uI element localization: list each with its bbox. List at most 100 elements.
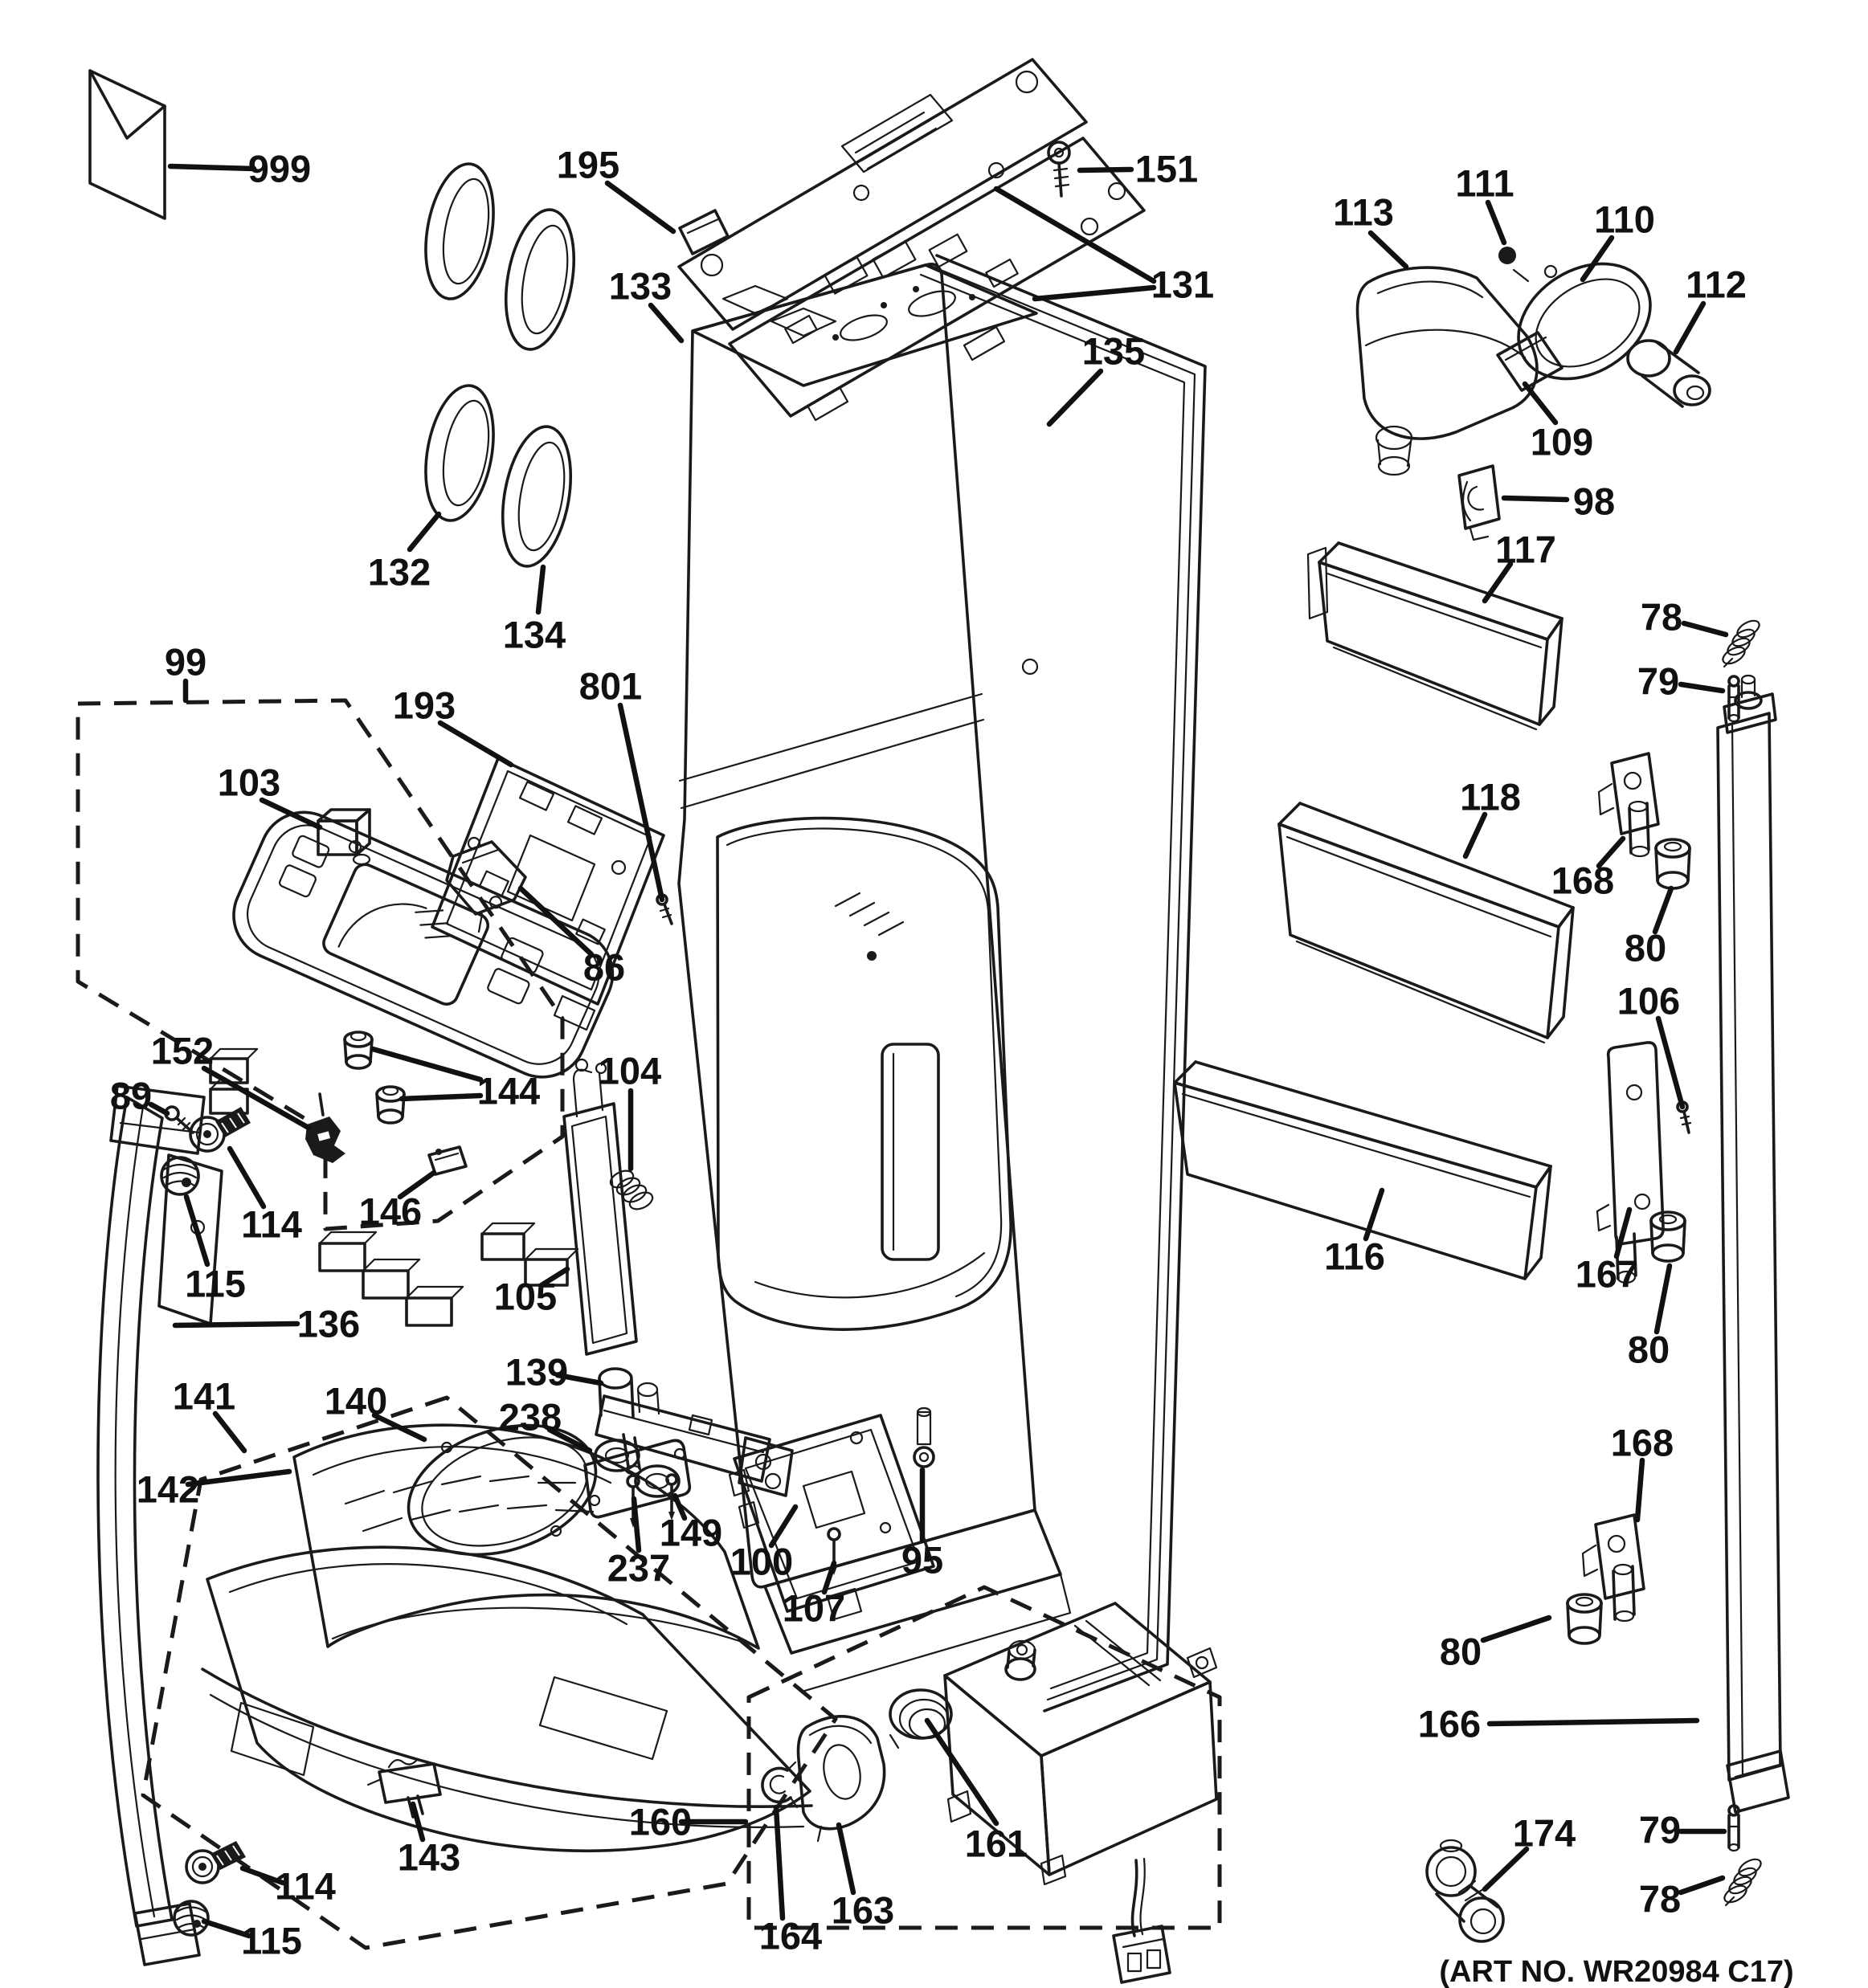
door-bin-118 [1277,802,1575,1044]
part-label-140: 140 [325,1380,387,1423]
leader-line [437,720,514,768]
leader-line [1580,235,1615,283]
bumper-144-b [375,1085,406,1125]
part-label-195: 195 [557,144,619,186]
leader-line [148,1101,170,1116]
leader-line [821,1560,837,1595]
clip-111-icon [1498,247,1516,264]
part-label-160: 160 [629,1801,692,1843]
leader-line [1485,199,1507,246]
handle-gasket-134-lower [501,425,573,568]
screw-149-icon [665,1473,678,1521]
part-label-80: 80 [1440,1631,1482,1673]
valve-bracket-139 [595,1367,794,1497]
leader-line [535,564,546,615]
part-label-999: 999 [248,148,311,190]
spring-104-icon [609,1170,654,1210]
part-label-103: 103 [218,761,280,804]
leader-line [1522,381,1559,426]
clip-152-icon [305,1092,345,1163]
part-label-133: 133 [609,265,672,308]
leader-line [227,1145,267,1210]
relay-box-103 [317,808,371,866]
leader-line [259,797,323,831]
leader-line [1596,835,1626,869]
leader-line [407,511,442,553]
part-label-110: 110 [1594,198,1655,241]
door-bottom-pin [916,1406,932,1446]
part-label-143: 143 [398,1836,460,1879]
part-label-78: 78 [1641,596,1682,639]
part-label-144: 144 [477,1070,540,1112]
leader-line [1655,1015,1686,1110]
door-bin-117 [1306,541,1563,731]
part-label-141: 141 [173,1375,235,1418]
group-outline-141 [141,1395,838,1950]
literature-packet-icon [88,69,166,220]
e-clip-164 [761,1761,799,1809]
leader-line [167,163,257,172]
keycap-buttons [209,1047,579,1327]
leader-line [1480,1614,1552,1643]
leader-line [773,1804,786,1921]
leader-line [631,1496,642,1553]
part-label-104: 104 [599,1050,661,1092]
control-fascia [232,810,615,1079]
shoulder-stud-114-lower [185,1841,246,1884]
part-label-80: 80 [1628,1329,1670,1371]
part-label-80: 80 [1625,927,1666,970]
spring-78-upper [1722,619,1760,668]
part-label-105: 105 [494,1276,557,1318]
flange-238 [583,1439,692,1519]
clip-143-icon [366,1759,442,1819]
leader-line [924,1717,999,1827]
leader-line [672,1492,688,1521]
part-label-78: 78 [1639,1878,1681,1921]
interface-board-100 [728,1414,935,1621]
leader-line [1486,1717,1700,1727]
dispenser-board-193 [431,757,665,1031]
part-label-131: 131 [1151,263,1214,306]
leader-line [1482,1846,1530,1892]
leader-line [172,1321,300,1329]
leader-line [1077,166,1134,173]
part-label-168: 168 [1551,859,1614,902]
leader-line [1634,1457,1645,1523]
leader-line [239,1865,286,1886]
leader-line [554,1372,604,1386]
leader-line [1652,885,1674,935]
leader-line [371,1412,427,1443]
spring-78-lower [1723,1858,1762,1907]
part-label-115: 115 [185,1263,246,1305]
part-label-136: 136 [297,1303,360,1345]
part-label-86: 86 [583,946,625,989]
leader-line [546,1427,593,1454]
part-label-95: 95 [901,1539,943,1582]
leader-line [1462,811,1488,859]
drip-tray [201,1545,813,1853]
part-label-132: 132 [368,551,431,594]
leader-line [410,1801,426,1843]
grille-142 [292,1423,760,1650]
part-label-167: 167 [1576,1253,1638,1296]
funnel-cover-110 [1512,262,1652,381]
leader-line [836,1822,856,1896]
leader-line [185,1468,292,1488]
part-label-151: 151 [1135,148,1198,190]
part-label-134: 134 [503,614,566,656]
grommet-115-lower [173,1900,210,1937]
part-label-89: 89 [110,1075,152,1117]
leader-line [1032,284,1157,302]
leader-line [1673,300,1707,355]
part-label-117: 117 [1495,529,1556,571]
cap-80-middle [1649,1210,1686,1263]
part-label-99: 99 [165,641,206,684]
part-label-168: 168 [1611,1422,1674,1464]
leader-line [648,302,685,344]
part-label-113: 113 [1333,191,1394,234]
part-label-163: 163 [832,1889,894,1932]
leader-line [1678,681,1726,694]
leader-line [617,702,665,903]
